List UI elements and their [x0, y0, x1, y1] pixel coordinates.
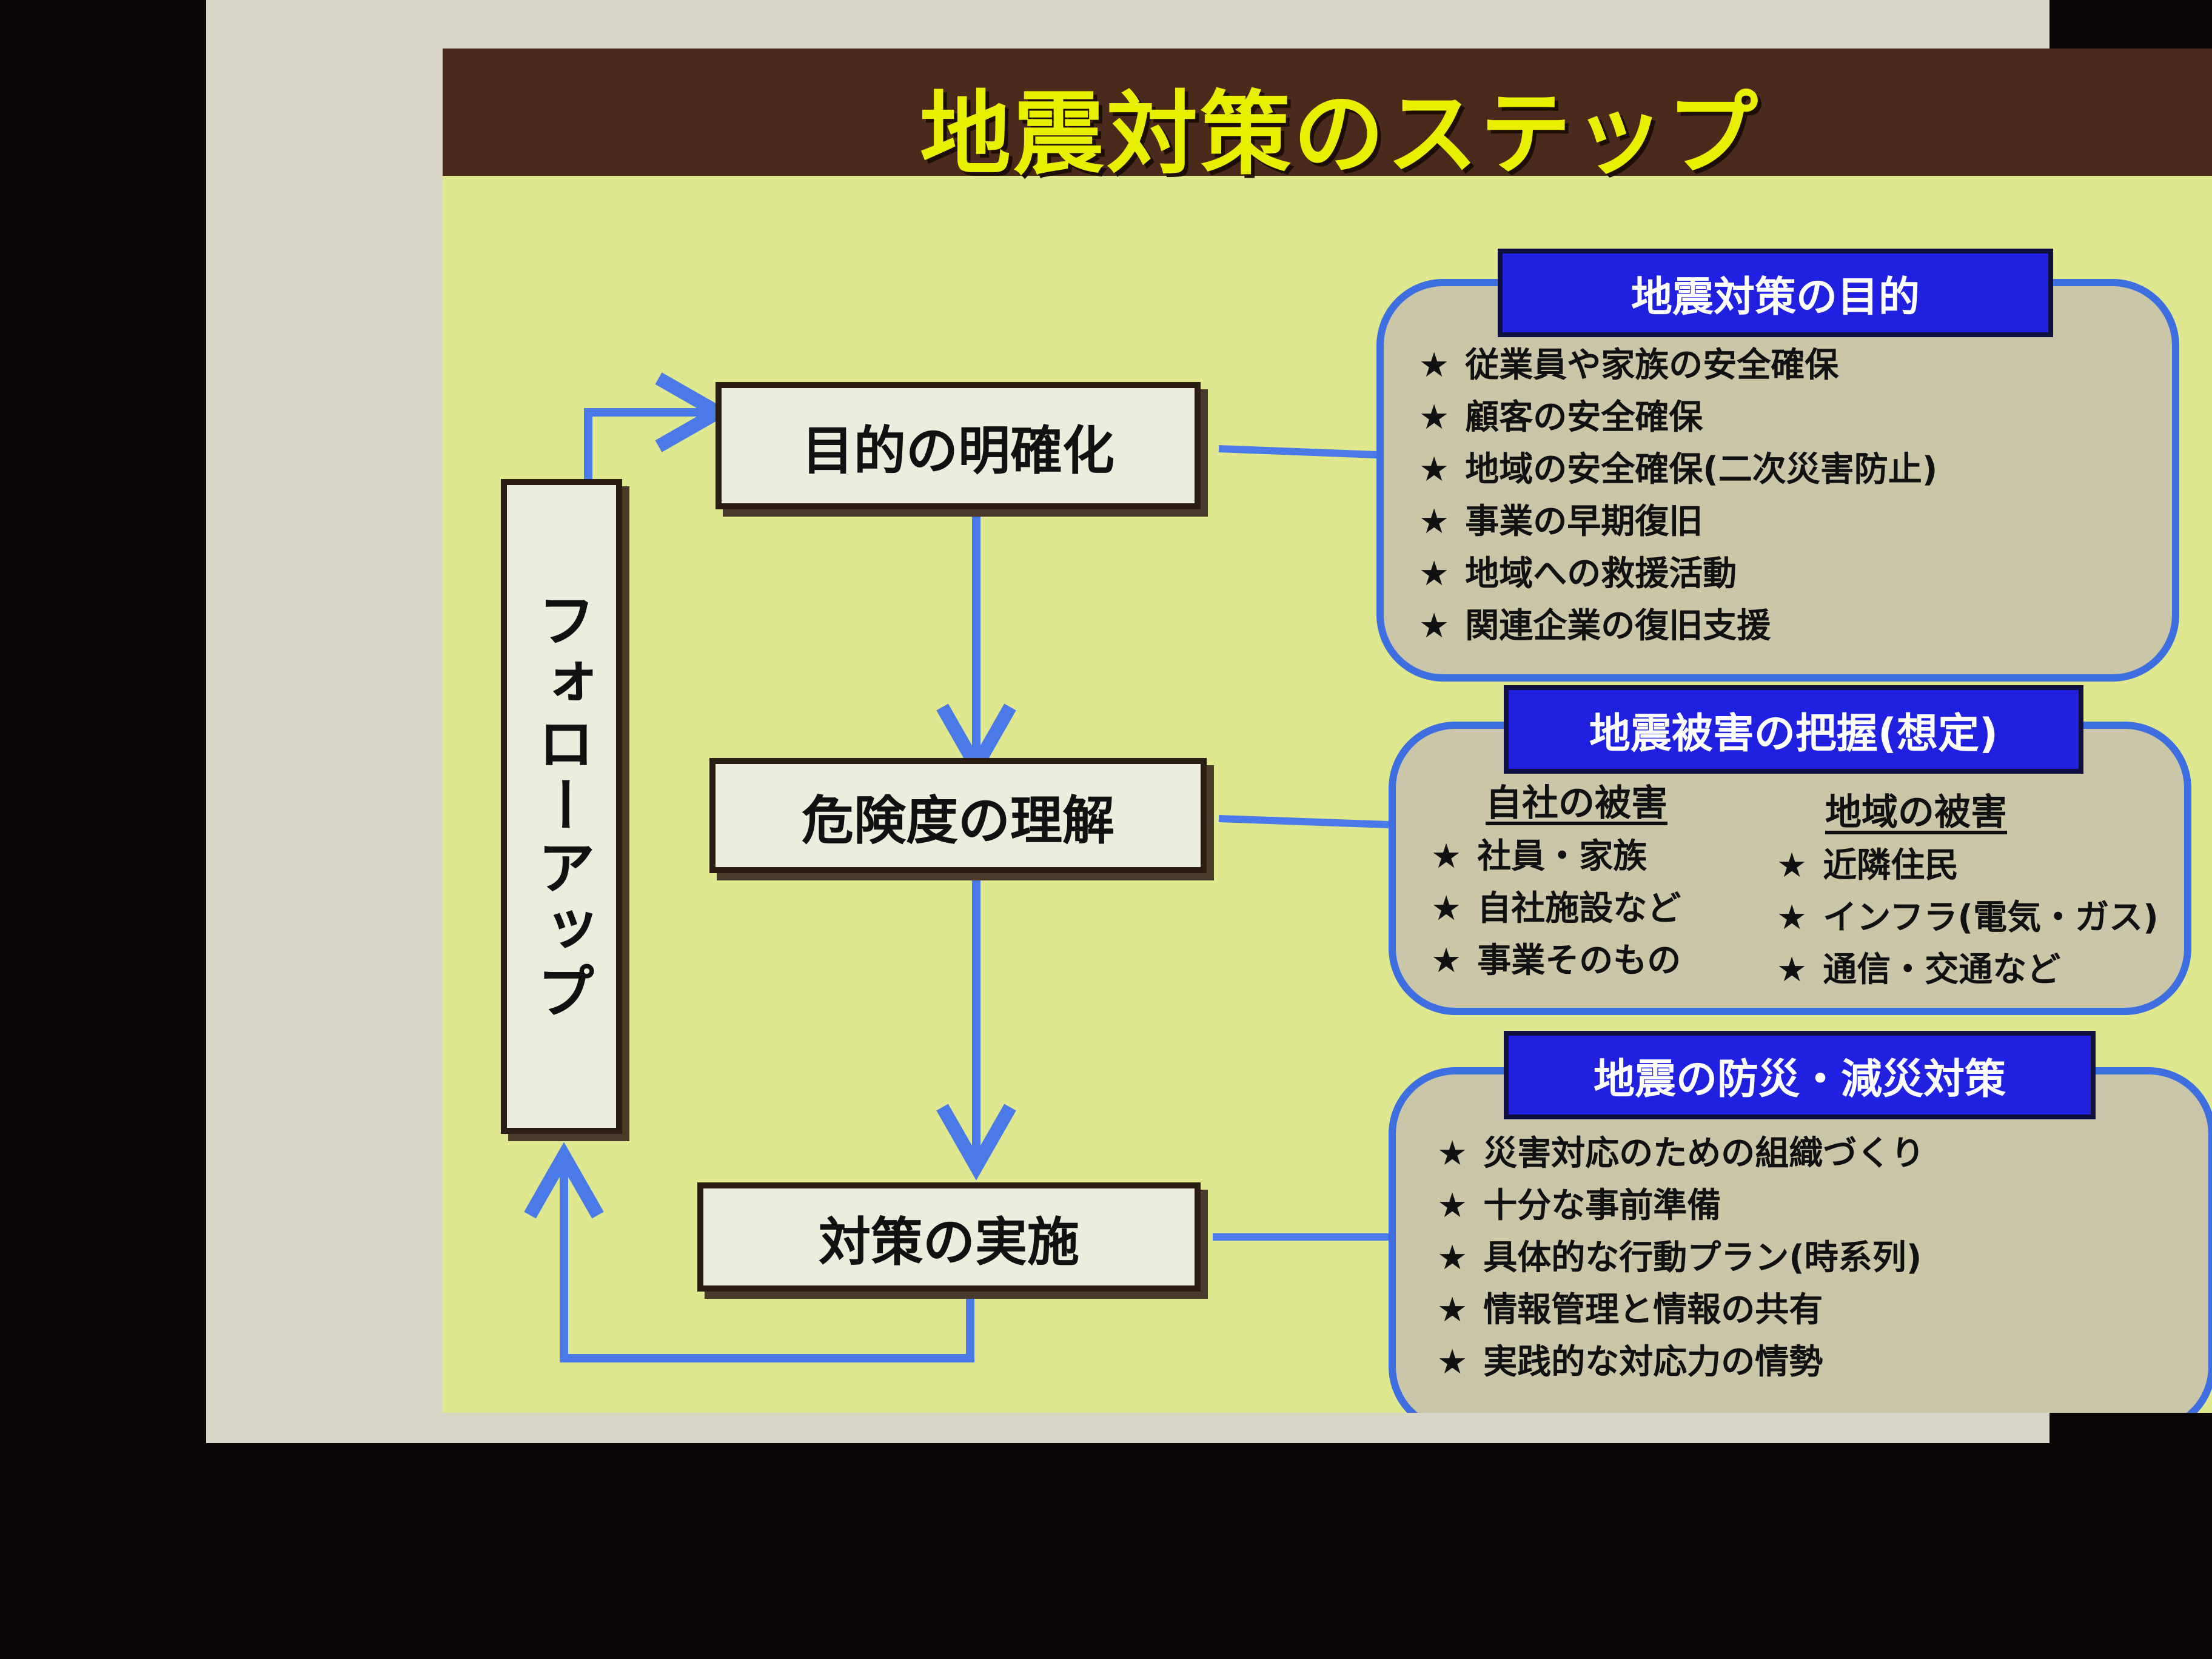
list-item: ★従業員や家族の安全確保	[1419, 346, 1839, 385]
star-icon: ★	[1419, 606, 1450, 646]
step-clarify-purpose: 目的の明確化	[716, 382, 1201, 509]
list-item: ★事業の早期復旧	[1419, 502, 1703, 541]
region-damage-heading: 地域の被害	[1825, 791, 2007, 834]
title-bar: 地震対策のステップ	[443, 49, 2212, 187]
star-icon: ★	[1437, 1238, 1468, 1278]
measures-panel-header: 地震の防災・減災対策	[1504, 1031, 2096, 1119]
followup-box: フォローアップ	[501, 479, 622, 1134]
step-understand-risk: 危険度の理解	[709, 758, 1207, 873]
followup-label: フォローアップ	[527, 590, 595, 1023]
measures-list: ★災害対応のための組織づくり ★十分な事前準備 ★具体的な行動プラン(時系列) …	[1437, 1128, 1925, 1389]
flow-connectors	[524, 372, 1389, 1362]
projection-screen: 地震対策のステップ 目的の明確化 危険度の理解 対策の実施	[206, 0, 2212, 1443]
slide: 地震対策のステップ 目的の明確化 危険度の理解 対策の実施	[443, 49, 2212, 1413]
list-item: ★災害対応のための組織づくり	[1437, 1134, 1925, 1173]
star-icon: ★	[1437, 1342, 1468, 1382]
list-item: ★顧客の安全確保	[1419, 398, 1703, 437]
star-icon: ★	[1431, 889, 1462, 928]
step-implement-measures: 対策の実施	[697, 1182, 1201, 1292]
region-damage-list: 地域の被害 ★近隣住民 ★インフラ(電気・ガス) ★通信・交通など	[1777, 785, 2159, 996]
connector-step2-damage	[1218, 815, 1389, 828]
star-icon: ★	[1419, 450, 1450, 489]
star-icon: ★	[1437, 1290, 1468, 1330]
own-damage-heading: 自社の被害	[1486, 782, 1667, 825]
star-icon: ★	[1437, 1186, 1468, 1225]
damage-panel-header: 地震被害の把握(想定)	[1504, 685, 2083, 774]
star-icon: ★	[1437, 1134, 1468, 1173]
slide-title: 地震対策のステップ	[919, 82, 1760, 187]
list-item: ★地域への救援活動	[1419, 554, 1737, 594]
star-icon: ★	[1419, 398, 1450, 437]
arrow-followup-to-step1	[584, 372, 732, 479]
list-item: ★十分な事前準備	[1437, 1186, 1721, 1225]
list-item: ★具体的な行動プラン(時系列)	[1437, 1238, 1922, 1278]
star-icon: ★	[1419, 554, 1450, 594]
list-item: ★事業そのもの	[1431, 941, 1681, 980]
star-icon: ★	[1777, 950, 1808, 990]
list-item: ★実践的な対応力の情勢	[1437, 1342, 1823, 1382]
list-item: ★近隣住民	[1777, 846, 1959, 885]
measures-panel	[1389, 1067, 2212, 1413]
list-item: ★関連企業の復旧支援	[1419, 606, 1771, 646]
list-item: ★社員・家族	[1431, 837, 1647, 876]
list-item: ★自社施設など	[1431, 889, 1681, 928]
list-item: ★情報管理と情報の共有	[1437, 1290, 1823, 1330]
star-icon: ★	[1431, 941, 1462, 980]
arrow-step3-to-followup	[524, 1142, 974, 1362]
star-icon: ★	[1419, 502, 1450, 541]
purpose-list: ★従業員や家族の安全確保 ★顧客の安全確保 ★地域の安全確保(二次災害防止) ★…	[1419, 340, 1937, 652]
list-item: ★通信・交通など	[1777, 950, 2061, 990]
connector-step1-purpose	[1218, 445, 1377, 458]
own-damage-list: 自社の被害 ★社員・家族 ★自社施設など ★事業そのもの	[1431, 776, 1681, 987]
star-icon: ★	[1419, 346, 1450, 385]
purpose-panel-header: 地震対策の目的	[1498, 249, 2053, 337]
star-icon: ★	[1431, 837, 1462, 876]
star-icon: ★	[1777, 846, 1808, 885]
list-item: ★地域の安全確保(二次災害防止)	[1419, 450, 1938, 489]
star-icon: ★	[1777, 898, 1808, 937]
list-item: ★インフラ(電気・ガス)	[1777, 898, 2159, 937]
